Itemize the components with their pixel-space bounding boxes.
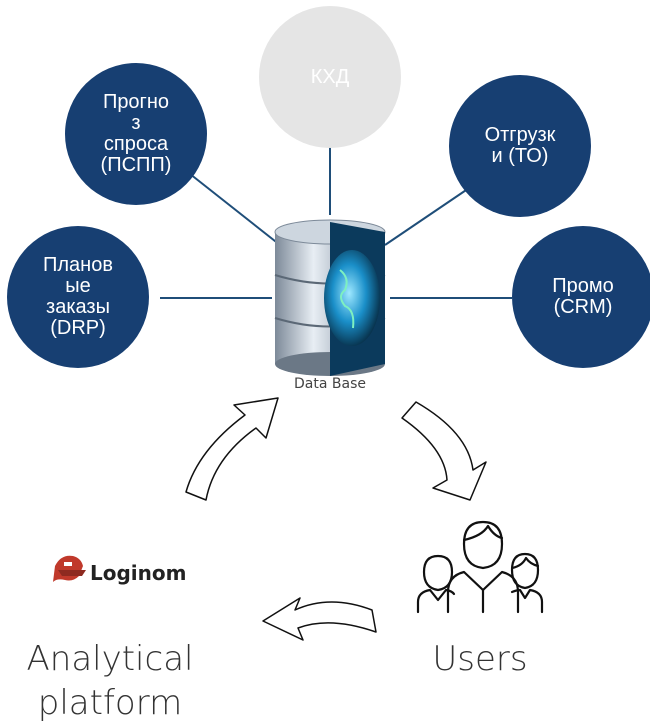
node-forecast: Прогно з спроса (ПСПП)	[65, 63, 207, 205]
users-label: Users	[432, 639, 528, 679]
node-promo: Промо (CRM)	[512, 226, 650, 368]
node-kxd: КХД	[259, 6, 401, 148]
line-shipments	[384, 181, 479, 246]
line-forecast	[184, 169, 281, 246]
analytical-platform-label: Analytical platform	[26, 639, 194, 723]
users-group-icon	[416, 520, 544, 614]
node-planned: Планов ые заказы (DRP)	[7, 226, 149, 368]
loginom-logo-text: Loginom	[90, 561, 187, 585]
curved-arrow-icon	[185, 397, 487, 641]
loginom-logo-icon	[53, 555, 86, 582]
database-icon	[274, 219, 386, 376]
database-label: Data Base	[294, 376, 366, 392]
node-shipments: Отгрузк и (ТО)	[449, 75, 591, 217]
